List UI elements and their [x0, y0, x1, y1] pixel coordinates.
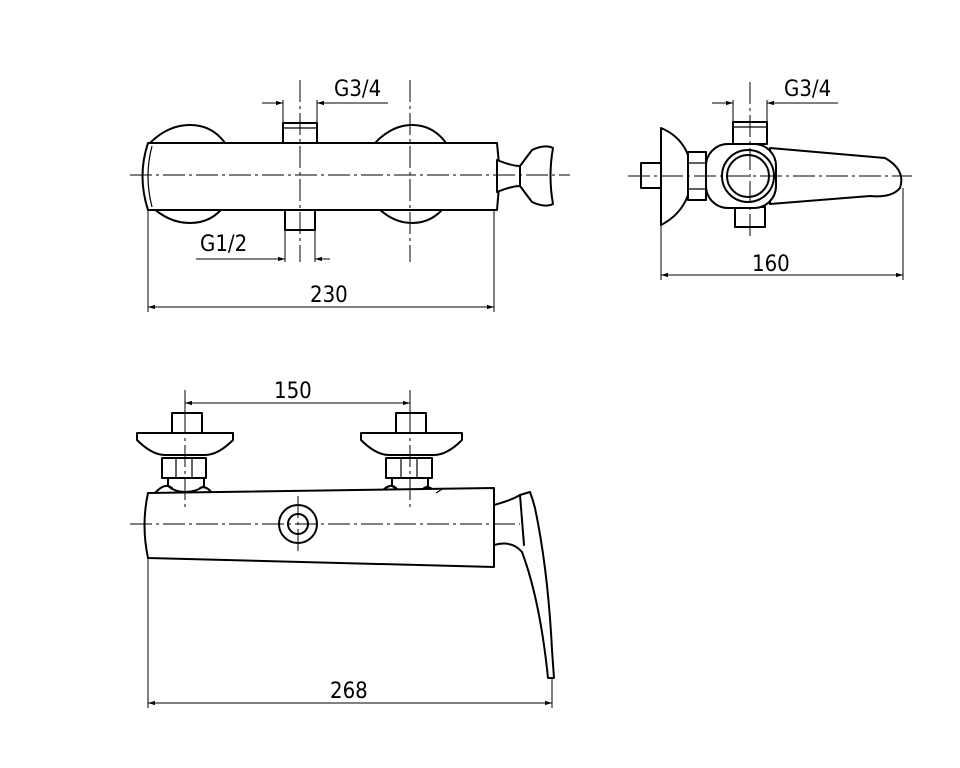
- front-view: 150 268: [130, 379, 555, 708]
- side-outlet-thread-label: G3/4: [784, 77, 831, 102]
- left-eccentric-rosette: [136, 432, 234, 456]
- left-rosette-top: [149, 124, 226, 144]
- right-rosette-top: [374, 124, 447, 144]
- left-eccentric-nipple: [171, 412, 203, 436]
- right-eccentric-rosette: [360, 432, 463, 456]
- front-centre-distance-label: 150: [274, 379, 312, 404]
- front-overall-width-label: 268: [330, 679, 368, 704]
- lever-handle-front: [493, 491, 555, 679]
- right-eccentric-nipple: [395, 412, 427, 436]
- mixer-body-top: [141, 142, 501, 211]
- top-outlet-thread-label: G3/4: [334, 77, 381, 102]
- top-inlet-thread-label: G1/2: [200, 232, 247, 257]
- left-eccentric-nut: [161, 457, 207, 479]
- right-eccentric-nut: [385, 457, 433, 479]
- side-depth-label: 160: [752, 252, 790, 277]
- lever-handle-top: [496, 145, 554, 207]
- top-view: G3/4 G1/2 230: [130, 77, 570, 312]
- side-view: G3/4 160: [628, 77, 912, 280]
- top-overall-width-label: 230: [310, 283, 348, 308]
- left-rosette-bottom: [149, 204, 226, 224]
- mixer-body-front: [143, 487, 495, 568]
- right-rosette-bottom: [374, 204, 447, 224]
